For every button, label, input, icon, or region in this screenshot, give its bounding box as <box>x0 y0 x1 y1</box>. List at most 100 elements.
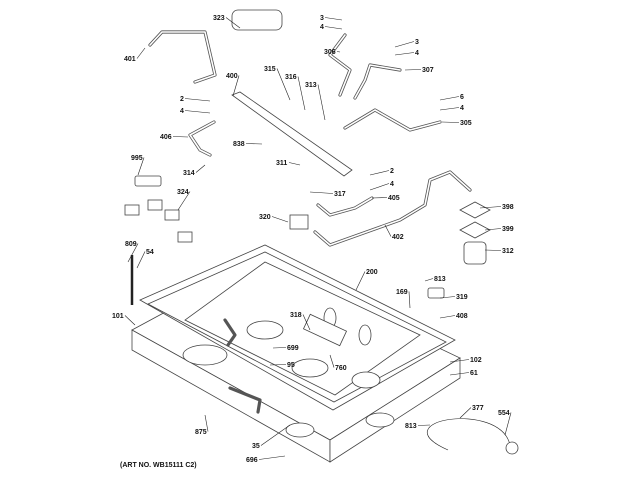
callout-4: 4 <box>180 108 184 115</box>
leader-line <box>269 364 287 366</box>
leader-line <box>260 424 291 446</box>
leader-line <box>449 372 470 376</box>
callout-311: 311 <box>276 160 287 167</box>
callout-324: 324 <box>177 189 189 196</box>
leader-line <box>369 170 390 176</box>
leader-line <box>324 26 343 30</box>
callout-307: 307 <box>422 67 434 74</box>
callout-306: 306 <box>324 49 336 56</box>
callout-102: 102 <box>470 357 482 364</box>
callout-2: 2 <box>180 96 184 103</box>
leader-line <box>184 98 211 102</box>
leader-line <box>317 84 326 121</box>
callout-318: 318 <box>290 312 302 319</box>
leader-line <box>417 424 431 426</box>
callout-4: 4 <box>460 105 464 112</box>
callout-317: 317 <box>334 191 346 198</box>
callout-4: 4 <box>415 50 419 57</box>
leader-line <box>271 216 289 223</box>
callout-809: 809 <box>125 241 137 248</box>
leader-line <box>137 157 145 176</box>
leader-line <box>479 206 502 209</box>
callout-305: 305 <box>460 120 472 127</box>
leader-line <box>484 249 502 251</box>
callout-95: 95 <box>287 362 295 369</box>
leader-line <box>309 191 334 194</box>
leader-line <box>302 314 311 331</box>
callout-315: 315 <box>264 66 276 73</box>
callout-398: 398 <box>502 204 514 211</box>
leader-line <box>272 347 287 349</box>
callout-696: 696 <box>246 457 258 464</box>
leader-line <box>329 354 335 368</box>
callout-399: 399 <box>502 226 514 233</box>
leader-line <box>336 51 341 53</box>
leader-line <box>369 183 390 191</box>
leader-line <box>177 191 191 211</box>
leader-line <box>424 278 434 282</box>
leader-line <box>288 162 301 166</box>
callout-320: 320 <box>259 214 271 221</box>
leader-line <box>245 143 263 145</box>
leader-line <box>404 69 422 71</box>
callout-813: 813 <box>434 276 446 283</box>
callout-554: 554 <box>498 410 510 417</box>
leader-line <box>136 251 146 269</box>
callout-813: 813 <box>405 423 417 430</box>
callout-408: 408 <box>456 313 468 320</box>
leader-line <box>484 228 502 231</box>
callout-995: 995 <box>131 155 143 162</box>
leader-line <box>297 76 306 111</box>
leader-line <box>225 17 241 29</box>
callout-54: 54 <box>146 249 154 256</box>
leader-line <box>449 359 470 363</box>
leader-line <box>258 455 286 460</box>
leader-line <box>184 110 211 114</box>
callout-61: 61 <box>470 370 478 377</box>
callout-319: 319 <box>456 294 468 301</box>
callout-200: 200 <box>366 269 378 276</box>
leader-line <box>124 315 136 326</box>
callout-405: 405 <box>388 195 400 202</box>
callout-760: 760 <box>335 365 347 372</box>
leader-line <box>459 407 472 419</box>
gas-tubes <box>124 9 519 455</box>
callout-406: 406 <box>160 134 172 141</box>
callout-838: 838 <box>233 141 245 148</box>
leader-line <box>355 271 366 291</box>
art-number: (ART NO. WB15111 C2) <box>120 462 197 469</box>
callout-312: 312 <box>502 248 514 255</box>
callout-3: 3 <box>415 39 419 46</box>
leader-line <box>504 412 512 436</box>
callout-323: 323 <box>213 15 225 22</box>
callout-169: 169 <box>396 289 408 296</box>
leader-line <box>371 197 388 199</box>
cooktop-pan <box>131 244 461 463</box>
leader-line <box>384 224 392 237</box>
leader-line <box>408 291 411 309</box>
leader-line <box>439 315 456 319</box>
leader-line <box>439 107 460 111</box>
leader-line <box>276 68 291 101</box>
leader-line <box>439 296 456 299</box>
callout-377: 377 <box>472 405 484 412</box>
callout-4: 4 <box>390 181 394 188</box>
leader-line <box>324 17 343 21</box>
callout-101: 101 <box>112 313 124 320</box>
callout-400: 400 <box>226 73 238 80</box>
leader-line <box>232 75 240 97</box>
callout-3: 3 <box>320 15 324 22</box>
leader-line <box>195 164 206 173</box>
callout-401: 401 <box>124 56 136 63</box>
leader-line <box>127 243 139 263</box>
callout-313: 313 <box>305 82 317 89</box>
leader-line <box>394 41 415 48</box>
leader-line <box>441 121 460 123</box>
callout-402: 402 <box>392 234 404 241</box>
leader-line <box>394 52 415 56</box>
leader-line <box>204 414 209 432</box>
callout-316: 316 <box>285 74 297 81</box>
callout-875: 875 <box>195 429 207 436</box>
